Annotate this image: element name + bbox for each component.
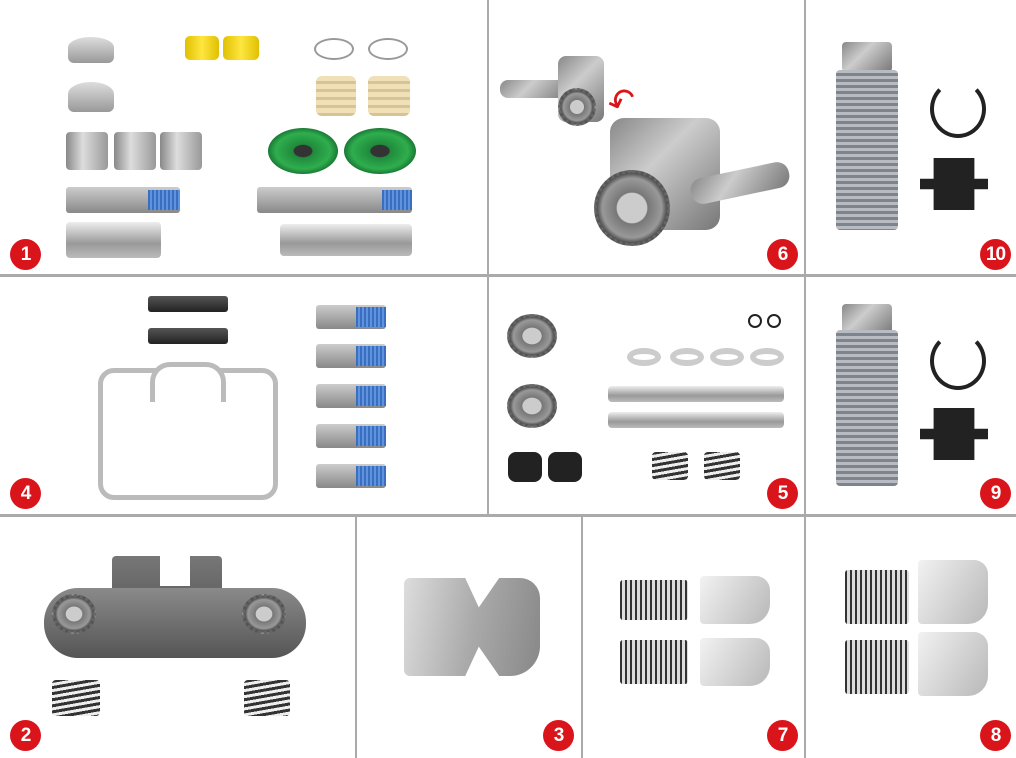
grid-line (0, 514, 1016, 517)
panel-number-badge: 9 (980, 478, 1011, 509)
panel-number-badge: 8 (980, 720, 1011, 751)
grid-line (355, 516, 357, 758)
panel-number-badge: 2 (10, 720, 41, 751)
panel-number-badge: 5 (767, 478, 798, 509)
panel-number-badge: 7 (767, 720, 798, 751)
panel-number-badge: 1 (10, 239, 41, 270)
grid-line (0, 274, 1016, 277)
grid-line (581, 516, 583, 758)
panel-number-badge: 4 (10, 478, 41, 509)
grid-line (487, 0, 489, 516)
panel-number-badge: 3 (543, 720, 574, 751)
panel-number-badge: 10 (980, 239, 1011, 270)
panel-number-badge: 6 (767, 239, 798, 270)
grid-line (804, 0, 806, 758)
